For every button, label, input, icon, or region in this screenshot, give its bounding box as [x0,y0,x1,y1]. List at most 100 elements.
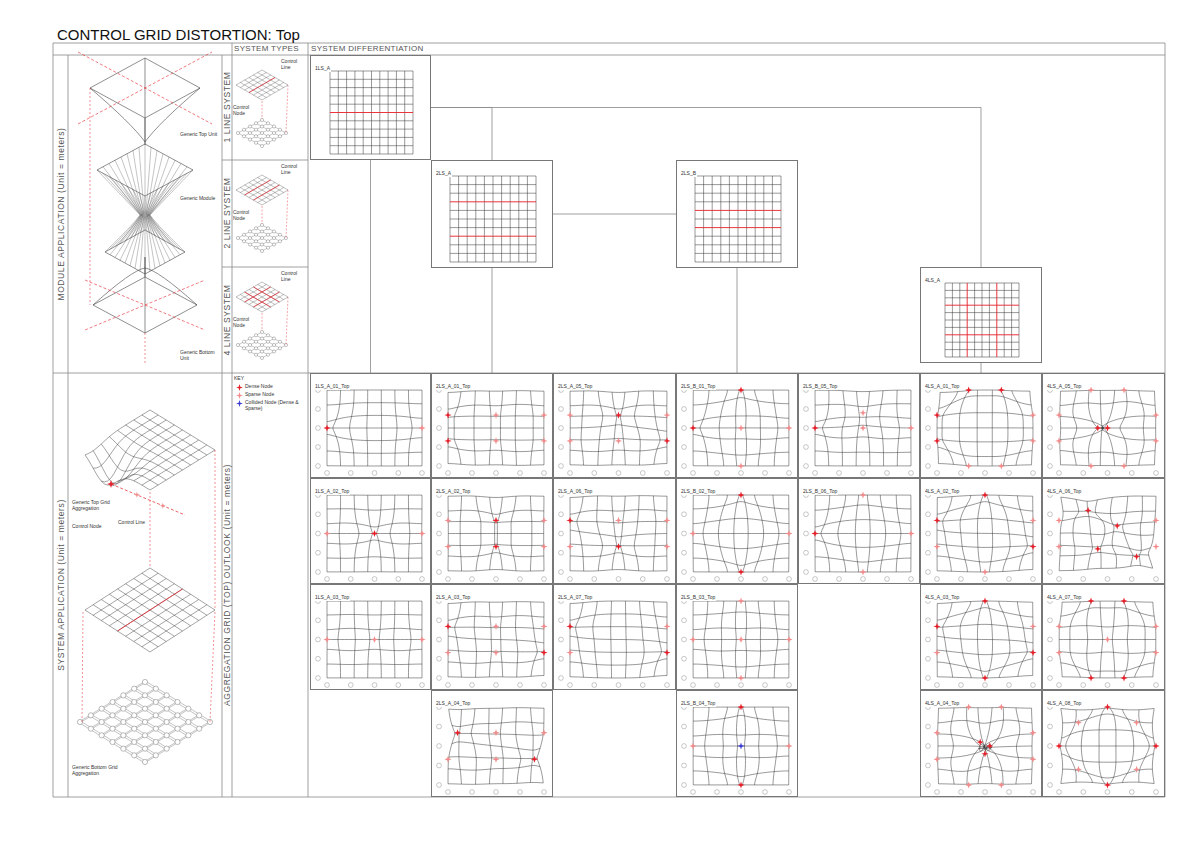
aggregation-grid-box: 2LS_B_04_Top [676,690,798,797]
node-star [540,437,547,444]
grid-line [570,510,667,515]
grid-line [945,327,1019,328]
axis-bubble [763,790,768,795]
grid-line [327,523,422,527]
callout-label: Control Node [233,210,255,222]
node-star [615,411,622,418]
grid-line [693,715,789,721]
distorted-grid [432,691,554,798]
grid-line [1011,283,1012,357]
axis-bubble [1048,445,1053,450]
lattice-line [92,689,157,729]
axis-bubble [437,724,442,729]
node-star [933,543,940,550]
node-star [785,530,792,537]
grid-line [943,497,952,572]
module-surface [115,214,141,246]
axis-bubble [1048,744,1053,749]
grid-line [1149,496,1156,568]
axis-bubble [568,577,573,582]
axis-bubble [787,683,792,688]
node-star [444,623,451,630]
node-star [540,411,547,418]
module-surface [103,173,141,215]
aggregation-grid [118,589,183,631]
lattice-node [248,350,251,353]
node-star [981,674,988,681]
mini-lattice [244,130,268,143]
grid-line [448,570,544,572]
axis-bubble [682,656,687,661]
axis-bubble [909,577,914,582]
callout-label: Control Line [281,59,306,71]
legend-text: Sparse Node [245,392,300,398]
axis-bubble [1048,464,1053,469]
grid-line [327,509,422,510]
node-star [1055,437,1062,444]
control-grid [432,161,554,269]
aggregation-grid-box: 2LS_A_02_Top [431,478,553,584]
axis-bubble [559,618,564,623]
unit-leg [90,88,145,142]
axis-bubble [763,577,768,582]
axis-bubble [739,683,744,688]
lattice-node [248,230,251,233]
distorted-grid [921,585,1043,691]
grid-line [815,520,911,527]
projection-line [210,612,215,722]
node-star [933,649,940,656]
node-star [566,623,573,630]
module-surface [150,215,185,252]
node-star [444,756,451,763]
node-star [615,517,622,524]
distorted-grid [432,479,554,585]
node-star [663,649,670,656]
grid-line [635,391,641,465]
lattice-node [110,699,115,704]
node-star [1087,674,1094,681]
module-surface [115,160,142,214]
node-star [933,437,940,444]
node-star [933,517,940,524]
axis-bubble [616,577,621,582]
grid-line [880,391,884,466]
axis-bubble [665,683,670,688]
axis-bubble [446,577,451,582]
module-surface [146,190,157,218]
connector-line [370,160,371,373]
grid-label: 2LS_A_02_Top [435,489,471,495]
axis-bubble [437,550,442,555]
lattice-node [254,246,257,249]
node-star [566,649,573,656]
distorted-grid [554,585,677,691]
module-surface [121,157,143,214]
callout-label: Control Node [233,105,255,117]
lattice-node [248,343,251,346]
lattice-line [91,717,156,757]
grid-line [945,349,1019,350]
lattice-node [278,128,281,131]
node-star [492,729,499,736]
mini-lattice [250,232,274,245]
grid-line [693,533,789,534]
axis-bubble [316,426,321,431]
axis-bubble [446,683,451,688]
grid-line [1110,497,1116,568]
axis-bubble [1057,471,1062,476]
axis-bubble [1129,471,1134,476]
axis-bubble [518,471,523,476]
lattice-node [236,236,239,239]
grid-line [516,602,518,677]
projection-line [286,85,288,133]
axis-bubble [959,471,964,476]
axis-bubble [1154,471,1159,476]
distorted-grid [311,374,432,479]
node-star [689,636,696,643]
lattice-line [122,709,187,749]
distorted-grid [311,479,432,585]
lattice-node [88,726,93,731]
node-star [323,424,330,431]
grid-line [1061,663,1154,671]
aggregation-grid [118,589,183,631]
grid-line [938,464,1031,466]
